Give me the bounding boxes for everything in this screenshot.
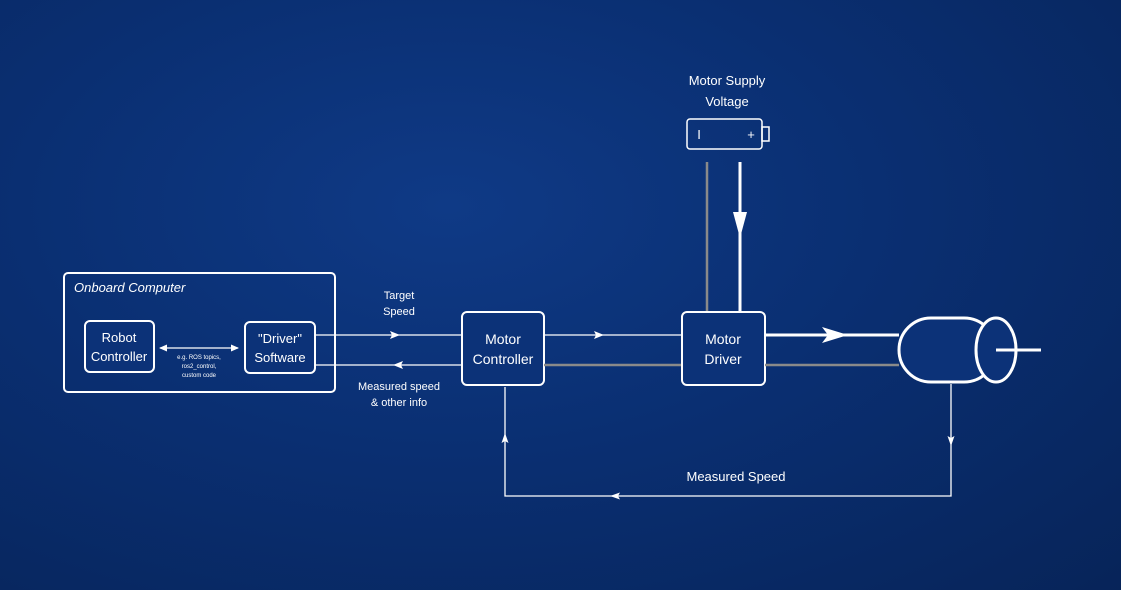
measured-info-arrow: [393, 361, 403, 369]
target-speed-line1: Target: [384, 290, 415, 302]
motor-driver-line1: Motor: [705, 331, 741, 347]
motor-controller-block: [461, 311, 545, 386]
supply-arrow-down: [733, 212, 747, 238]
feedback-label: Measured Speed: [686, 469, 785, 484]
onboard-computer-title: Onboard Computer: [74, 280, 186, 295]
interface-note-line1: e.g. ROS topics,: [177, 355, 221, 361]
robot-controller-block: [84, 320, 155, 373]
driver-software-line2: Software: [254, 350, 305, 365]
robot-controller-line2: Controller: [91, 349, 148, 364]
feedback-arrow-up: [501, 433, 509, 443]
driver-software-line1: "Driver": [258, 331, 302, 346]
interface-note-line2: ros2_control,: [182, 364, 217, 370]
motor-icon: [897, 316, 1041, 384]
supply-label-line1: Motor Supply: [689, 73, 766, 88]
motor-supply: Motor Supply Voltage I +: [686, 73, 770, 150]
motor-controller-line2: Controller: [473, 351, 534, 367]
controller-driver-arrow: [594, 331, 604, 339]
target-speed-arrow: [390, 331, 400, 339]
supply-label-line2: Voltage: [705, 94, 748, 109]
motor-driver-block: [681, 311, 766, 386]
onboard-computer-group: [63, 272, 336, 393]
ros-arrow-right: [231, 344, 239, 352]
motor-controller-line1: Motor: [485, 331, 521, 347]
measured-info-line1: Measured speed: [358, 381, 440, 393]
target-speed-line2: Speed: [383, 306, 415, 318]
motor-driver-line2: Driver: [704, 351, 742, 367]
motor-power-arrow: [822, 327, 848, 343]
interface-note-line3: custom code: [182, 373, 217, 379]
feedback-arrow-down: [947, 436, 955, 446]
robot-controller-line1: Robot: [102, 330, 137, 345]
battery-terminal: [761, 126, 770, 142]
driver-software-block: [244, 321, 316, 374]
battery-minus-symbol: I: [697, 127, 701, 142]
ros-arrow-left: [159, 344, 167, 352]
measured-info-line2: & other info: [371, 397, 427, 409]
battery-plus-symbol: +: [747, 127, 755, 142]
feedback-arrow-left: [610, 492, 620, 500]
